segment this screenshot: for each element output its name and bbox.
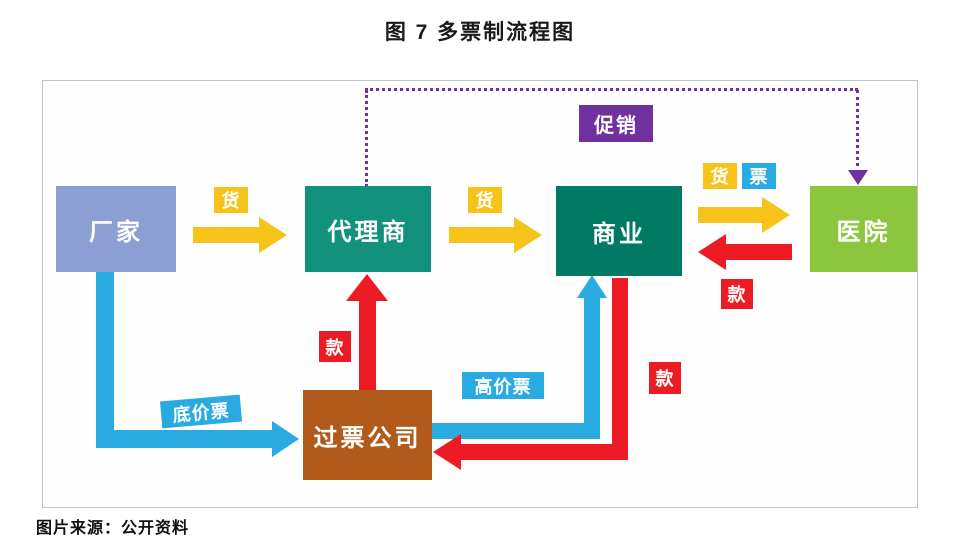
node-agent: 代理商: [305, 186, 431, 272]
arrow-lowticket-factory-ticketco-vertical: [96, 271, 114, 448]
label-ticket-commerce-hospital-text: 票: [749, 167, 769, 187]
promo-path-top-segment: [365, 88, 858, 91]
label-goods-factory-agent-text: 货: [221, 191, 241, 211]
node-promotion: 促销: [579, 105, 653, 142]
label-goods-commerce-hospital: 货: [703, 163, 737, 189]
arrow-payment-ticketco-agent-shaft: [359, 300, 376, 391]
node-factory: 厂家: [56, 186, 176, 272]
arrow-highticket-ticketco-commerce-vertical: [584, 297, 600, 439]
arrow-highticket-ticketco-commerce-horizontal: [431, 423, 588, 439]
label-goods-agent-commerce: 货: [468, 187, 502, 213]
label-payment-ticketco-agent: 款: [319, 331, 351, 362]
node-ticket-company: 过票公司: [303, 390, 432, 480]
node-commerce: 商业: [556, 186, 682, 276]
arrow-payment-commerce-ticketco-vertical: [612, 278, 628, 445]
node-ticket-company-label: 过票公司: [313, 424, 422, 452]
node-commerce-label: 商业: [592, 220, 646, 248]
arrow-payment-hospital-commerce-head-icon: [698, 234, 726, 270]
arrow-payment-commerce-ticketco-horizontal: [461, 444, 628, 460]
arrow-lowticket-factory-ticketco-head-icon: [272, 421, 299, 457]
label-goods-factory-agent: 货: [214, 187, 248, 213]
node-hospital-label: 医院: [836, 218, 891, 246]
arrow-lowticket-factory-ticketco-horizontal: [96, 430, 273, 448]
arrow-goods-factory-agent-shaft: [193, 227, 259, 243]
label-goods-agent-commerce-text: 货: [475, 191, 495, 211]
figure-title: 图 7 多票制流程图: [384, 21, 576, 44]
label-high-price-ticket: 高价票: [462, 372, 544, 399]
source-caption: 图片来源：公开资料: [36, 520, 190, 537]
arrow-goods-agent-commerce-shaft: [449, 227, 514, 243]
arrow-goods-commerce-hospital-shaft: [698, 207, 762, 223]
label-payment-hospital-commerce-text: 款: [727, 285, 747, 305]
node-promotion-label: 促销: [594, 115, 638, 137]
label-high-price-ticket-text: 高价票: [474, 376, 532, 397]
arrow-goods-agent-commerce-head-icon: [514, 217, 542, 253]
node-hospital: 医院: [810, 186, 917, 272]
arrow-highticket-ticketco-commerce-head-icon: [577, 275, 607, 298]
arrow-payment-commerce-ticketco-head-icon: [433, 434, 461, 470]
promo-arrowhead-down-icon: [848, 170, 868, 185]
label-low-price-ticket-text: 底价票: [171, 400, 231, 425]
label-payment-ticketco-agent-text: 款: [325, 337, 345, 358]
node-agent-label: 代理商: [327, 218, 409, 246]
label-goods-commerce-hospital-text: 货: [710, 167, 730, 187]
arrow-payment-hospital-commerce-shaft: [726, 244, 792, 260]
promo-path-right-segment: [856, 90, 859, 173]
arrow-goods-commerce-hospital-head-icon: [762, 197, 790, 233]
label-ticket-commerce-hospital: 票: [742, 163, 776, 189]
label-payment-hospital-commerce: 款: [721, 279, 753, 309]
label-payment-commerce-ticketco: 款: [649, 362, 681, 394]
promo-path-left-segment: [365, 90, 368, 187]
node-factory-label: 厂家: [89, 218, 143, 246]
arrow-payment-ticketco-agent-head-icon: [346, 274, 388, 301]
label-payment-commerce-ticketco-text: 款: [655, 369, 675, 389]
arrow-goods-factory-agent-head-icon: [259, 217, 287, 253]
